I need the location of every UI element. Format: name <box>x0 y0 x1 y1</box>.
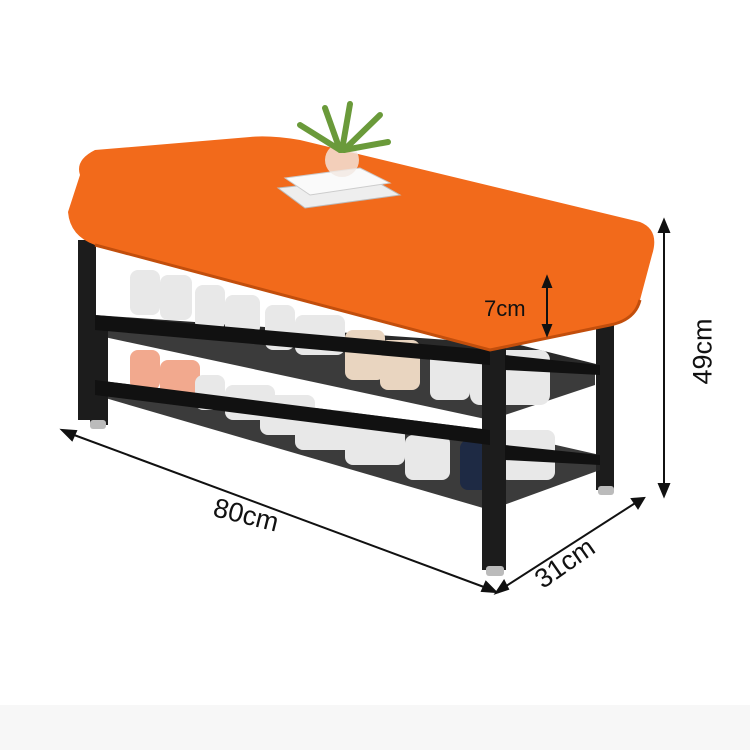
foot <box>486 566 504 576</box>
plant <box>297 101 391 153</box>
orange-cushion <box>68 136 655 350</box>
cushion-thickness-label: 7cm <box>484 296 526 321</box>
dimension-lines <box>59 217 671 595</box>
lower-front-rail <box>95 380 490 445</box>
front-right-leg <box>482 330 506 570</box>
front-left-leg <box>90 330 108 425</box>
height-label: 49cm <box>687 318 718 385</box>
back-right-leg <box>596 300 614 490</box>
upper-front-rail <box>95 315 490 365</box>
bottom-band <box>0 705 750 750</box>
